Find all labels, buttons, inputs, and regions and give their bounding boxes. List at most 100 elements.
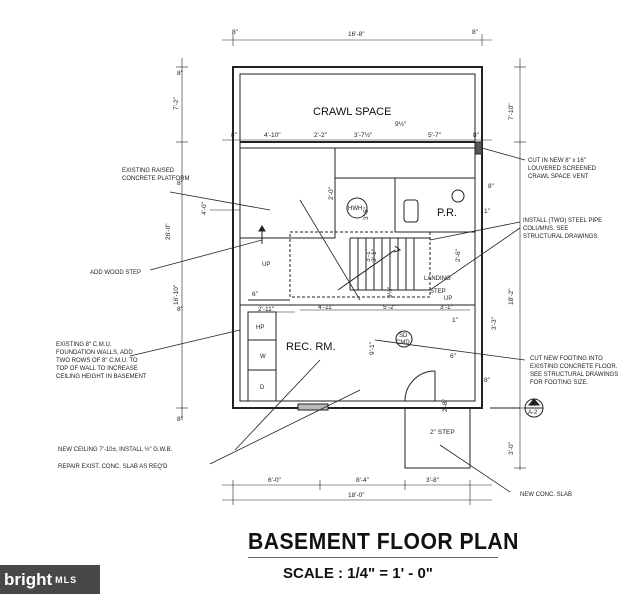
svg-text:3'-8": 3'-8"	[426, 477, 440, 484]
svg-text:3'-1": 3'-1"	[440, 304, 454, 311]
label-hp: HP	[256, 325, 264, 331]
label-washer: W	[260, 354, 266, 360]
svg-text:4'-10": 4'-10"	[264, 132, 281, 139]
dim-top-overall: 16'-8"	[348, 31, 365, 38]
dim-bottom-overall: 18'-0"	[348, 492, 365, 499]
svg-text:3'-3": 3'-3"	[491, 316, 498, 330]
dimension-lines	[176, 34, 526, 505]
title-underline	[248, 557, 498, 558]
svg-text:EXISTING RAISED: EXISTING RAISED	[122, 168, 175, 174]
dim-right-bottom: 3'-0"	[508, 441, 515, 455]
svg-text:LOUVERED SCREENED: LOUVERED SCREENED	[528, 166, 597, 172]
note-ceiling: NEW CEILING 7'-10±, INSTALL ½" G.W.B.	[58, 446, 173, 453]
label-step: STEP	[430, 289, 446, 295]
svg-text:6'-0": 6'-0"	[268, 477, 282, 484]
note-slab-repair: REPAIR EXIST. CONC. SLAB AS REQ'D	[58, 464, 168, 470]
plan-title: BASEMENT FLOOR PLAN	[248, 528, 519, 554]
svg-text:EXISTING CONCRETE FLOOR.: EXISTING CONCRETE FLOOR.	[530, 364, 618, 370]
svg-text:8": 8"	[484, 377, 491, 384]
dim-right-small: 8"	[488, 183, 495, 190]
section-mark-top: A	[531, 402, 535, 408]
svg-text:SEE STRUCTURAL DRAWINGS: SEE STRUCTURAL DRAWINGS	[530, 372, 618, 378]
note-columns: INSTALL (TWO) STEEL PIPE COLUMNS. SEE ST…	[523, 218, 602, 240]
outer-wall	[232, 66, 483, 409]
label-landing: LANDING	[424, 276, 451, 282]
toilet	[403, 199, 419, 223]
svg-text:4'-0": 4'-0"	[201, 201, 208, 215]
door-swing	[404, 370, 436, 402]
dim-top-left-wall: 8"	[232, 29, 239, 36]
svg-text:CEILING HEIGHT IN BASEMENT: CEILING HEIGHT IN BASEMENT	[56, 374, 147, 380]
section-mark-bottom: A-2	[528, 410, 538, 416]
note-wood-step: ADD WOOD STEP	[90, 270, 141, 276]
svg-text:8": 8"	[231, 132, 238, 139]
label-up-1: UP	[262, 262, 270, 268]
svg-text:8": 8"	[473, 132, 480, 139]
svg-text:CUT NEW FOOTING INTO: CUT NEW FOOTING INTO	[530, 356, 603, 362]
svg-text:CONCRETE PLATFORM: CONCRETE PLATFORM	[122, 176, 190, 182]
label-hwh: HWH	[348, 206, 362, 212]
room-label-rec-room: REC. RM.	[286, 341, 336, 353]
svg-text:CRAWL SPACE VENT: CRAWL SPACE VENT	[528, 174, 589, 180]
svg-text:3'-1": 3'-1"	[365, 248, 372, 262]
svg-text:3'-7½": 3'-7½"	[354, 131, 373, 139]
dim-left-small-3: 8"	[177, 306, 184, 313]
svg-text:COLUMNS. SEE: COLUMNS. SEE	[523, 226, 568, 232]
svg-text:6": 6"	[450, 353, 457, 360]
watermark-sub: MLS	[55, 574, 78, 585]
svg-text:FOR FOOTING SIZE.: FOR FOOTING SIZE.	[530, 380, 589, 386]
dim-row-1: 8" 4'-10" 2'-2" 3'-7½" 9½" 5'-7" 8"	[231, 120, 480, 139]
svg-text:8'-4": 8'-4"	[356, 477, 370, 484]
window	[297, 403, 329, 411]
svg-text:CUT IN NEW 8" x 16": CUT IN NEW 8" x 16"	[528, 158, 586, 164]
dim-interior: 4'-0" 2'-0" 3'-1" 5'-2" 4'-11" 3'-1" 2'-…	[201, 186, 498, 412]
new-slab	[404, 407, 471, 469]
dim-left-small-2: 8"	[177, 180, 184, 187]
svg-text:5'-2": 5'-2"	[383, 304, 397, 311]
stairs	[337, 237, 430, 291]
svg-text:3'-1": 3'-1"	[371, 248, 378, 262]
note-walls: EXISTING 8" C.M.U. FOUNDATION WALLS, ADD…	[56, 342, 147, 380]
svg-text:1": 1"	[452, 317, 459, 324]
raised-platform	[239, 147, 336, 239]
sink	[451, 189, 465, 203]
svg-text:2'-0": 2'-0"	[328, 186, 335, 200]
label-dryer: D	[260, 385, 265, 391]
svg-text:2'-8": 2'-8"	[442, 398, 449, 412]
note-platform: EXISTING RAISED CONCRETE PLATFORM	[122, 168, 190, 182]
dim-left-small-1: 8"	[177, 70, 184, 77]
dim-left-overall: 26'-0"	[165, 223, 172, 240]
powder-room	[394, 177, 476, 233]
svg-text:9'-1": 9'-1"	[369, 341, 376, 355]
dim-right-crawl: 7'-10"	[508, 103, 515, 120]
floor-plan-drawing: CRAWL SPACE P.R. REC. RM. HWH HP W D LAN…	[56, 29, 618, 505]
svg-text:1": 1"	[484, 208, 491, 215]
label-up-2: UP	[444, 296, 452, 302]
svg-text:2'-2": 2'-2"	[314, 132, 328, 139]
stair-landing-area	[289, 231, 431, 298]
floor-drain	[395, 330, 413, 348]
dim-top-right-wall: 8"	[472, 29, 479, 36]
dim-left-crawl: 7'-2"	[173, 96, 180, 110]
svg-text:5'-7": 5'-7"	[428, 132, 442, 139]
svg-text:2'-6": 2'-6"	[455, 248, 462, 262]
dim-step: 2" STEP	[430, 429, 455, 436]
svg-text:TOP OF WALL TO INCREASE: TOP OF WALL TO INCREASE	[56, 366, 138, 372]
dim-bottom-parts: 6'-0" 8'-4" 3'-8"	[268, 477, 440, 484]
svg-text:TWO ROWS OF 8" C.M.U. TO: TWO ROWS OF 8" C.M.U. TO	[56, 358, 138, 364]
svg-text:9½": 9½"	[395, 120, 407, 128]
leader-lines	[129, 147, 526, 493]
note-vent: CUT IN NEW 8" x 16" LOUVERED SCREENED CR…	[528, 158, 597, 180]
svg-text:FOUNDATION WALLS, ADD: FOUNDATION WALLS, ADD	[56, 350, 133, 356]
svg-text:INSTALL (TWO) STEEL PIPE: INSTALL (TWO) STEEL PIPE	[523, 218, 602, 224]
dim-left-small-4: 8"	[177, 416, 184, 423]
hwh-symbol	[346, 197, 368, 219]
dryer	[247, 369, 277, 402]
svg-text:EXISTING 8" C.M.U.: EXISTING 8" C.M.U.	[56, 342, 112, 348]
label-drain-top: SD	[399, 333, 408, 339]
crawl-vent	[474, 141, 483, 155]
dim-right-lower: 18'-2"	[508, 288, 515, 305]
watermark-text: bright	[4, 569, 53, 589]
note-footing: CUT NEW FOOTING INTO EXISTING CONCRETE F…	[530, 356, 618, 386]
svg-text:9½": 9½"	[386, 286, 394, 298]
